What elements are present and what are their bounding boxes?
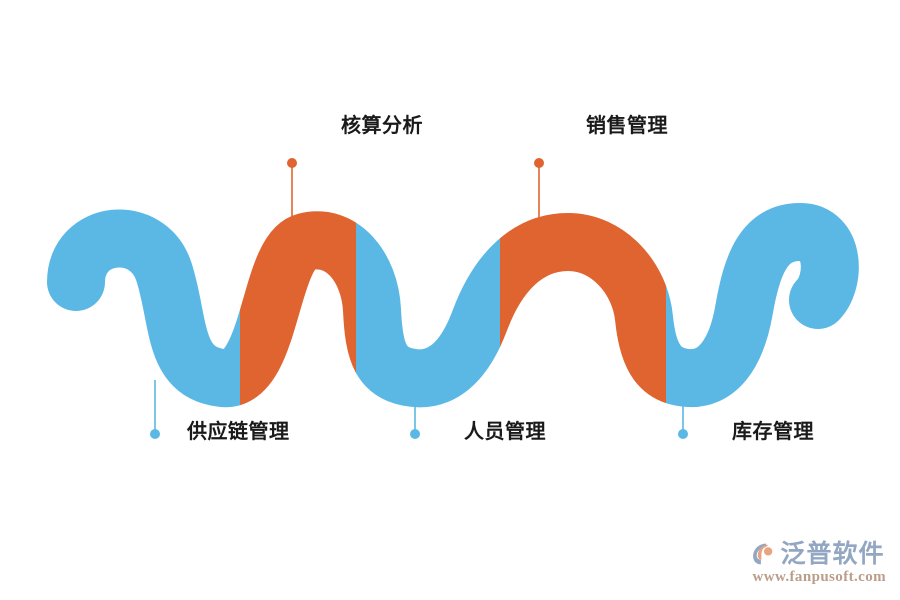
- node-label-inventory[interactable]: 库存管理: [732, 421, 814, 443]
- watermark-row: 泛普软件: [751, 541, 885, 567]
- ribbon: [76, 232, 830, 378]
- watermark-brand-name: 泛普软件: [780, 539, 885, 568]
- connector-dot-sales: [534, 158, 544, 168]
- node-label-personnel[interactable]: 人员管理: [464, 421, 546, 443]
- node-label-accounting-analysis[interactable]: 核算分析: [341, 115, 423, 137]
- connector-dot-inventory: [678, 429, 688, 439]
- watermark-logo: 泛普软件 www.fanpusoft.com: [751, 541, 886, 586]
- connector-dot-supply-chain: [150, 429, 160, 439]
- connectors: [150, 158, 688, 439]
- watermark-url: www.fanpusoft.com: [752, 569, 886, 585]
- connector-dot-accounting-analysis: [287, 158, 297, 168]
- fanpu-logo-icon: [752, 543, 772, 565]
- node-label-sales[interactable]: 销售管理: [586, 115, 668, 137]
- node-label-supply-chain[interactable]: 供应链管理: [187, 421, 290, 443]
- connector-dot-personnel: [410, 429, 420, 439]
